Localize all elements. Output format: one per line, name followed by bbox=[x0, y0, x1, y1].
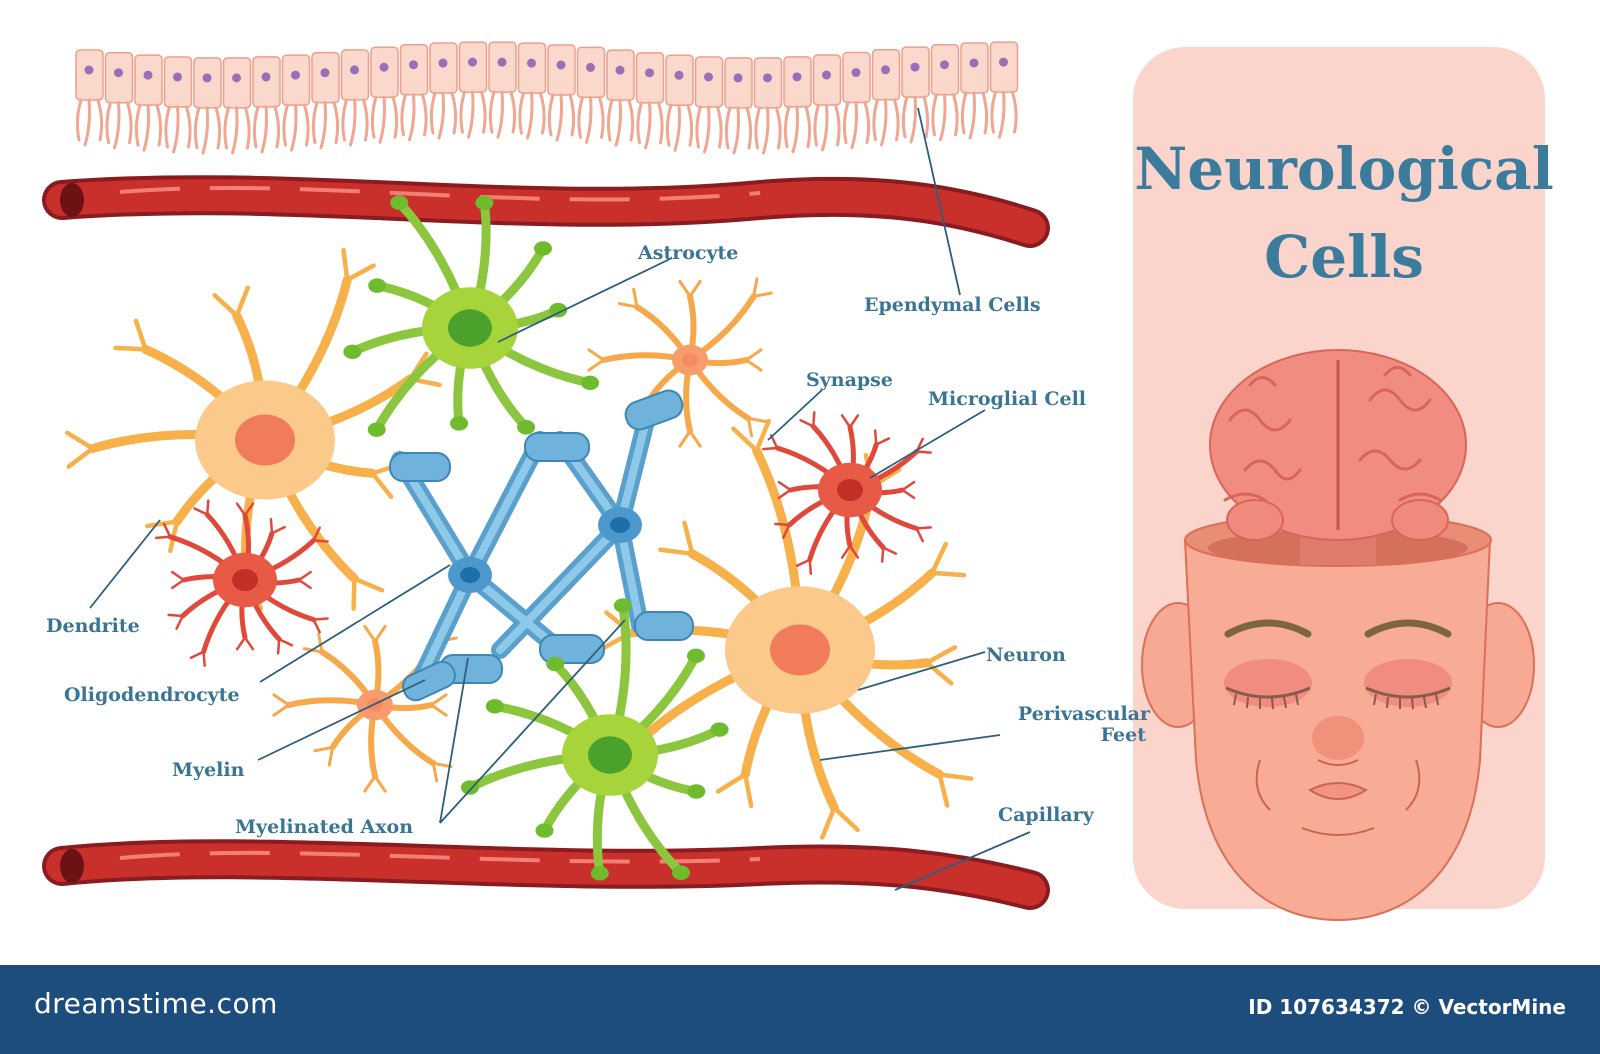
astrocyte-top bbox=[343, 195, 600, 437]
label-ependymal-cells: Ependymal Cells bbox=[864, 294, 1041, 316]
label-microglial-cell: Microglial Cell bbox=[928, 388, 1087, 410]
label-perivascular-line1: Perivascular bbox=[1017, 703, 1150, 725]
capillary-bottom bbox=[42, 839, 1050, 910]
microglial-cell-left bbox=[154, 499, 329, 667]
footer-image-id: ID 107634372 © VectorMine bbox=[1248, 995, 1566, 1019]
neuron-right bbox=[596, 418, 974, 840]
label-synapse: Synapse bbox=[806, 369, 893, 391]
label-dendrite: Dendrite bbox=[46, 615, 140, 637]
footer-bar: dreamstime.com ID 107634372 © VectorMine bbox=[0, 965, 1600, 1054]
label-neuron: Neuron bbox=[986, 644, 1066, 666]
head-illustration bbox=[1141, 349, 1535, 922]
footer-brand[interactable]: dreamstime.com bbox=[34, 987, 278, 1020]
brain bbox=[1209, 349, 1467, 541]
neurological-cells-diagram bbox=[42, 41, 1545, 922]
astrocyte-bottom bbox=[460, 598, 729, 881]
label-perivascular-feet: Perivascular Feet bbox=[1000, 704, 1150, 746]
capillary-top bbox=[42, 175, 1050, 248]
label-perivascular-line2: Feet bbox=[1100, 723, 1146, 746]
title-line-2: Cells bbox=[1264, 223, 1424, 291]
label-myelin: Myelin bbox=[172, 759, 245, 781]
neuron-small-top bbox=[587, 277, 773, 448]
microglial-cell-right bbox=[762, 411, 932, 575]
label-astrocyte: Astrocyte bbox=[638, 242, 739, 264]
label-capillary: Capillary bbox=[998, 804, 1094, 826]
label-myelinated-axon: Myelinated Axon bbox=[235, 816, 414, 838]
leader-lines bbox=[89, 107, 1031, 891]
title-line-1: Neurological bbox=[1134, 135, 1554, 203]
ependymal-cells bbox=[75, 41, 1019, 155]
label-oligodendrocyte: Oligodendrocyte bbox=[64, 684, 240, 706]
oligodendrocyte-network bbox=[389, 389, 694, 702]
